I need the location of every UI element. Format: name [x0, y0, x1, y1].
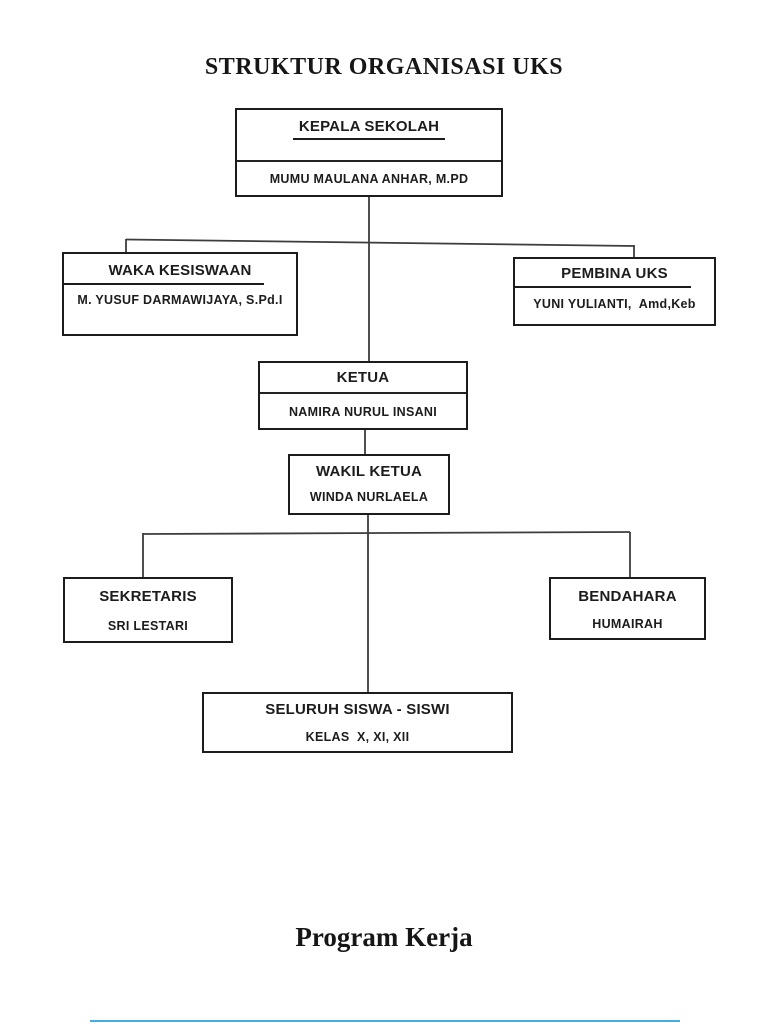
person-name: WINDA NURLAELA [309, 490, 429, 504]
page-footer-title: Program Kerja [295, 922, 473, 952]
org-box-ketua: KETUA NAMIRA NURUL INSANI [258, 361, 468, 430]
person-name: MUMU MAULANA ANHAR, M.PD [269, 172, 469, 186]
role-label: SELURUH SISWA - SISWI [265, 701, 450, 718]
role-underline [64, 283, 264, 285]
role-label: BENDAHARA [578, 588, 677, 605]
role-label: KETUA [336, 369, 390, 386]
bottom-page-edge-line [90, 1020, 680, 1022]
org-box-seluruh-siswa: SELURUH SISWA - SISWI KELAS X, XI, XII [202, 692, 513, 753]
org-box-pembina-uks: PEMBINA UKS YUNI YULIANTI, Amd,Keb [513, 257, 716, 326]
person-name: NAMIRA NURUL INSANI [288, 405, 438, 419]
role-underline [515, 286, 691, 288]
role-label: WAKA KESISWAAN [108, 262, 252, 279]
page-title: STRUKTUR ORGANISASI UKS [204, 54, 564, 80]
person-name: HUMAIRAH [592, 617, 663, 631]
org-box-waka-kesiswaan: WAKA KESISWAAN M. YUSUF DARMAWIJAYA, S.P… [62, 252, 298, 336]
person-name: M. YUSUF DARMAWIJAYA, S.Pd.I [77, 293, 283, 307]
person-name: SRI LESTARI [107, 619, 189, 633]
org-box-wakil-ketua: WAKIL KETUA WINDA NURLAELA [288, 454, 450, 515]
connector-branch-middle [142, 531, 631, 535]
role-label: SEKRETARIS [99, 588, 197, 605]
role-label: PEMBINA UKS [561, 265, 668, 282]
person-name: KELAS X, XI, XII [305, 730, 410, 744]
org-box-kepala-sekolah: KEPALA SEKOLAH MUMU MAULANA ANHAR, M.PD [235, 108, 503, 197]
box-divider [260, 392, 466, 394]
org-box-sekretaris: SEKRETARIS SRI LESTARI [63, 577, 233, 643]
connector-branch-top [125, 238, 635, 247]
person-name: YUNI YULIANTI, Amd,Keb [533, 297, 696, 311]
box-divider [237, 160, 501, 162]
role-label: WAKIL KETUA [315, 463, 423, 480]
org-box-bendahara: BENDAHARA HUMAIRAH [549, 577, 706, 640]
role-label: KEPALA SEKOLAH [237, 118, 501, 140]
